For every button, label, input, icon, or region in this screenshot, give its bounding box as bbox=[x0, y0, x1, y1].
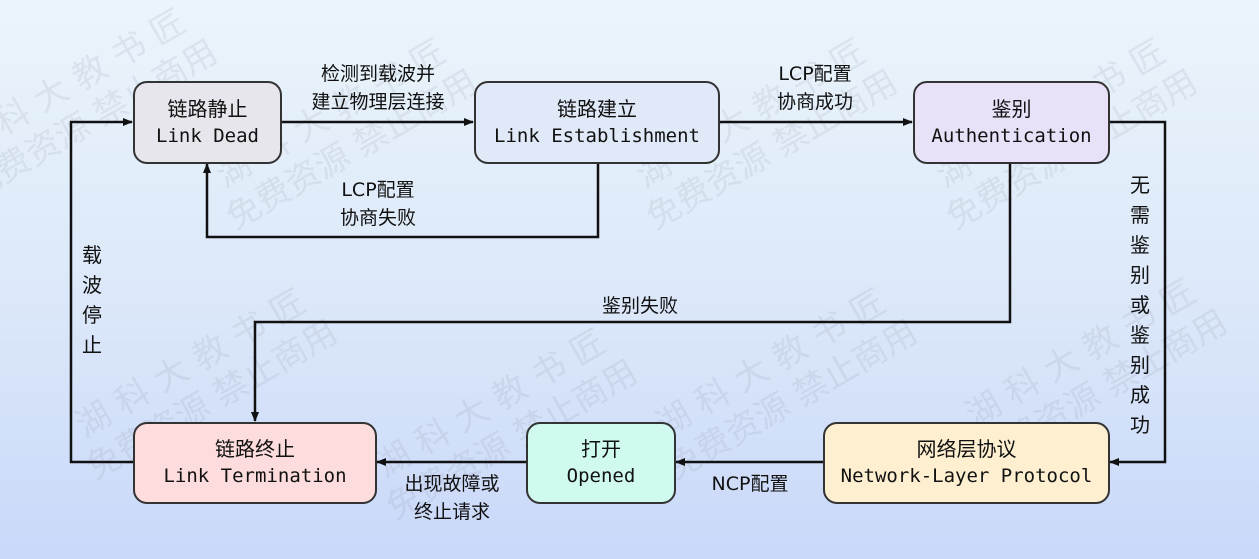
label-carrier-stop: 载波停止 bbox=[82, 243, 102, 357]
state-label-zh: 打开 bbox=[581, 437, 621, 461]
label-no-auth-or-success: 无需鉴别或鉴别成功 bbox=[1130, 173, 1150, 437]
state-link-establishment: 链路建立 Link Establishment bbox=[474, 81, 720, 164]
state-label-en: Link Dead bbox=[156, 124, 259, 147]
state-label-zh: 链路静止 bbox=[167, 96, 248, 121]
label-lcp-fail: LCP配置协商失败 bbox=[339, 179, 416, 229]
label-auth-fail: 鉴别失败 bbox=[601, 295, 678, 317]
state-label-en: Authentication bbox=[931, 124, 1092, 147]
label-lcp-success: LCP配置协商成功 bbox=[776, 63, 853, 113]
arrow-auth-to-network bbox=[1109, 120, 1167, 466]
state-label-en: Link Establishment bbox=[494, 124, 700, 147]
state-link-dead: 链路静止 Link Dead bbox=[133, 81, 282, 164]
state-label-zh: 网络层协议 bbox=[916, 437, 1017, 461]
arrow-terminate-to-dead bbox=[69, 118, 133, 464]
state-label-zh: 鉴别 bbox=[991, 96, 1032, 121]
state-link-termination: 链路终止 Link Termination bbox=[133, 422, 377, 504]
state-label-en: Opened bbox=[566, 465, 636, 487]
state-label-zh: 链路终止 bbox=[215, 437, 295, 461]
arrow-establish-to-dead bbox=[203, 163, 600, 239]
state-label-en: Network-Layer Protocol bbox=[840, 465, 1093, 487]
label-carrier-detected: 检测到载波并建立物理层连接 bbox=[311, 63, 445, 113]
state-network-layer-protocol: 网络层协议 Network-Layer Protocol bbox=[823, 422, 1110, 504]
state-label-zh: 链路建立 bbox=[557, 96, 637, 121]
state-authentication: 鉴别 Authentication bbox=[913, 81, 1110, 164]
state-label-en: Link Termination bbox=[163, 465, 347, 487]
label-fault-or-terminate: 出现故障或终止请求 bbox=[404, 473, 500, 523]
state-opened: 打开 Opened bbox=[526, 422, 676, 504]
arrow-auth-to-terminate bbox=[251, 163, 1012, 422]
label-ncp-config: NCP配置 bbox=[711, 473, 789, 495]
